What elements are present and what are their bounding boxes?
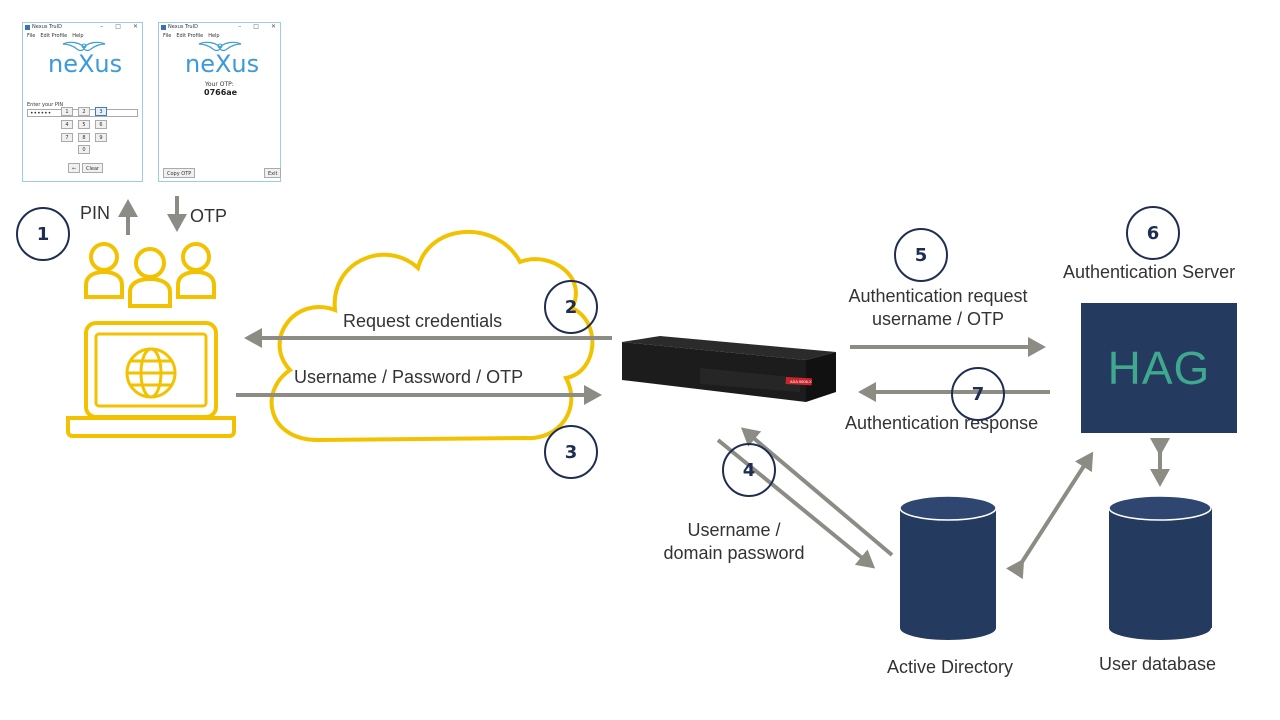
- app-icon: [25, 24, 30, 30]
- maximize-icon[interactable]: □: [115, 23, 121, 30]
- hag-server: HAG: [1081, 303, 1237, 433]
- cisco-asa-firewall: [622, 336, 836, 402]
- otp-label: Your OTP:: [205, 81, 234, 88]
- hag-label: HAG: [1107, 342, 1211, 394]
- wings-logo-icon: [62, 41, 106, 52]
- pin-entry-window: Nexus TruID – □ ✕ File Edit Profile Help n…: [22, 22, 143, 182]
- pin-label: PIN: [80, 203, 111, 223]
- step-1-badge: 1: [16, 207, 70, 261]
- auth-request-label-1: Authentication request: [848, 286, 1028, 306]
- clear-button[interactable]: Clear: [82, 163, 104, 173]
- minimize-icon[interactable]: –: [238, 23, 242, 30]
- auth-server-label: Authentication Server: [1063, 262, 1236, 282]
- step-3-badge: 3: [544, 425, 598, 479]
- menu-help[interactable]: Help: [72, 33, 84, 39]
- step-6-badge: 6: [1126, 206, 1180, 260]
- username-domain-label-1: Username /: [687, 520, 781, 540]
- menu-bar: File Edit Profile Help: [27, 33, 84, 39]
- close-icon[interactable]: ✕: [270, 23, 276, 30]
- keypad-key-2[interactable]: 2: [78, 107, 90, 116]
- firewall-model-label: ASA 5506-X: [790, 379, 812, 384]
- users-icon: [84, 242, 216, 308]
- keypad-key-6[interactable]: 6: [95, 120, 107, 129]
- pin-prompt: Enter your PIN: [27, 102, 64, 108]
- username-password-otp-label: Username / Password / OTP: [294, 367, 524, 387]
- keypad-key-5[interactable]: 5: [78, 120, 90, 129]
- active-directory-label: Active Directory: [887, 657, 1014, 677]
- exit-button[interactable]: Exit: [264, 168, 282, 178]
- keypad-key-4[interactable]: 4: [61, 120, 73, 129]
- auth-response-label: Authentication response: [845, 413, 1039, 433]
- wings-logo-icon: [198, 41, 242, 52]
- menu-help[interactable]: Help: [208, 33, 220, 39]
- window-title-text: Nexus TruID: [32, 24, 62, 30]
- user-database-db-icon: [1108, 495, 1212, 640]
- menu-file[interactable]: File: [163, 33, 172, 39]
- globe-icon: [125, 347, 177, 399]
- keypad-key-0[interactable]: 0: [78, 145, 90, 154]
- ad-hag-arrow: [1006, 451, 1094, 580]
- maximize-icon[interactable]: □: [253, 23, 259, 30]
- nexus-logo: neXus: [48, 50, 123, 78]
- window-controls[interactable]: – □ ✕: [100, 23, 138, 30]
- request-credentials-label: Request credentials: [343, 311, 503, 331]
- app-icon: [161, 24, 166, 30]
- minimize-icon[interactable]: –: [100, 23, 104, 30]
- active-directory-db-icon: [899, 495, 997, 640]
- keypad-key-3[interactable]: 3: [95, 107, 107, 116]
- step-5-badge: 5: [894, 228, 948, 282]
- otp-window: Nexus TruID – □ ✕ File Edit Profile Help n…: [158, 22, 282, 182]
- backspace-button[interactable]: ←: [68, 163, 81, 173]
- step-7-badge: 7: [951, 367, 1005, 421]
- menu-edit-profile[interactable]: Edit Profile: [176, 33, 204, 39]
- keypad-key-8[interactable]: 8: [78, 133, 90, 142]
- keypad-key-1[interactable]: 1: [61, 107, 73, 116]
- window-title-text: Nexus TruID: [168, 24, 198, 30]
- window-title: Nexus TruID: [161, 24, 198, 30]
- close-icon[interactable]: ✕: [132, 23, 138, 30]
- menu-edit-profile[interactable]: Edit Profile: [40, 33, 68, 39]
- nexus-logo: neXus: [185, 50, 260, 78]
- copy-otp-button[interactable]: Copy OTP: [163, 168, 196, 178]
- cloud-shape: [269, 229, 595, 443]
- username-domain-label-2: domain password: [663, 543, 805, 563]
- laptop-icon: [66, 321, 236, 438]
- step-4-badge: 4: [722, 443, 776, 497]
- user-database-label: User database: [1099, 654, 1217, 674]
- window-controls[interactable]: – □ ✕: [238, 23, 276, 30]
- window-title: Nexus TruID: [25, 24, 62, 30]
- auth-request-label-2: username / OTP: [871, 309, 1005, 329]
- step-2-badge: 2: [544, 280, 598, 334]
- otp-value: 0766ae: [204, 88, 238, 97]
- menu-bar: File Edit Profile Help: [163, 33, 220, 39]
- cisco-logo: CISCO: [668, 388, 684, 394]
- menu-file[interactable]: File: [27, 33, 36, 39]
- keypad-key-7[interactable]: 7: [61, 133, 73, 142]
- otp-label-text: OTP: [190, 206, 228, 226]
- keypad-key-9[interactable]: 9: [95, 133, 107, 142]
